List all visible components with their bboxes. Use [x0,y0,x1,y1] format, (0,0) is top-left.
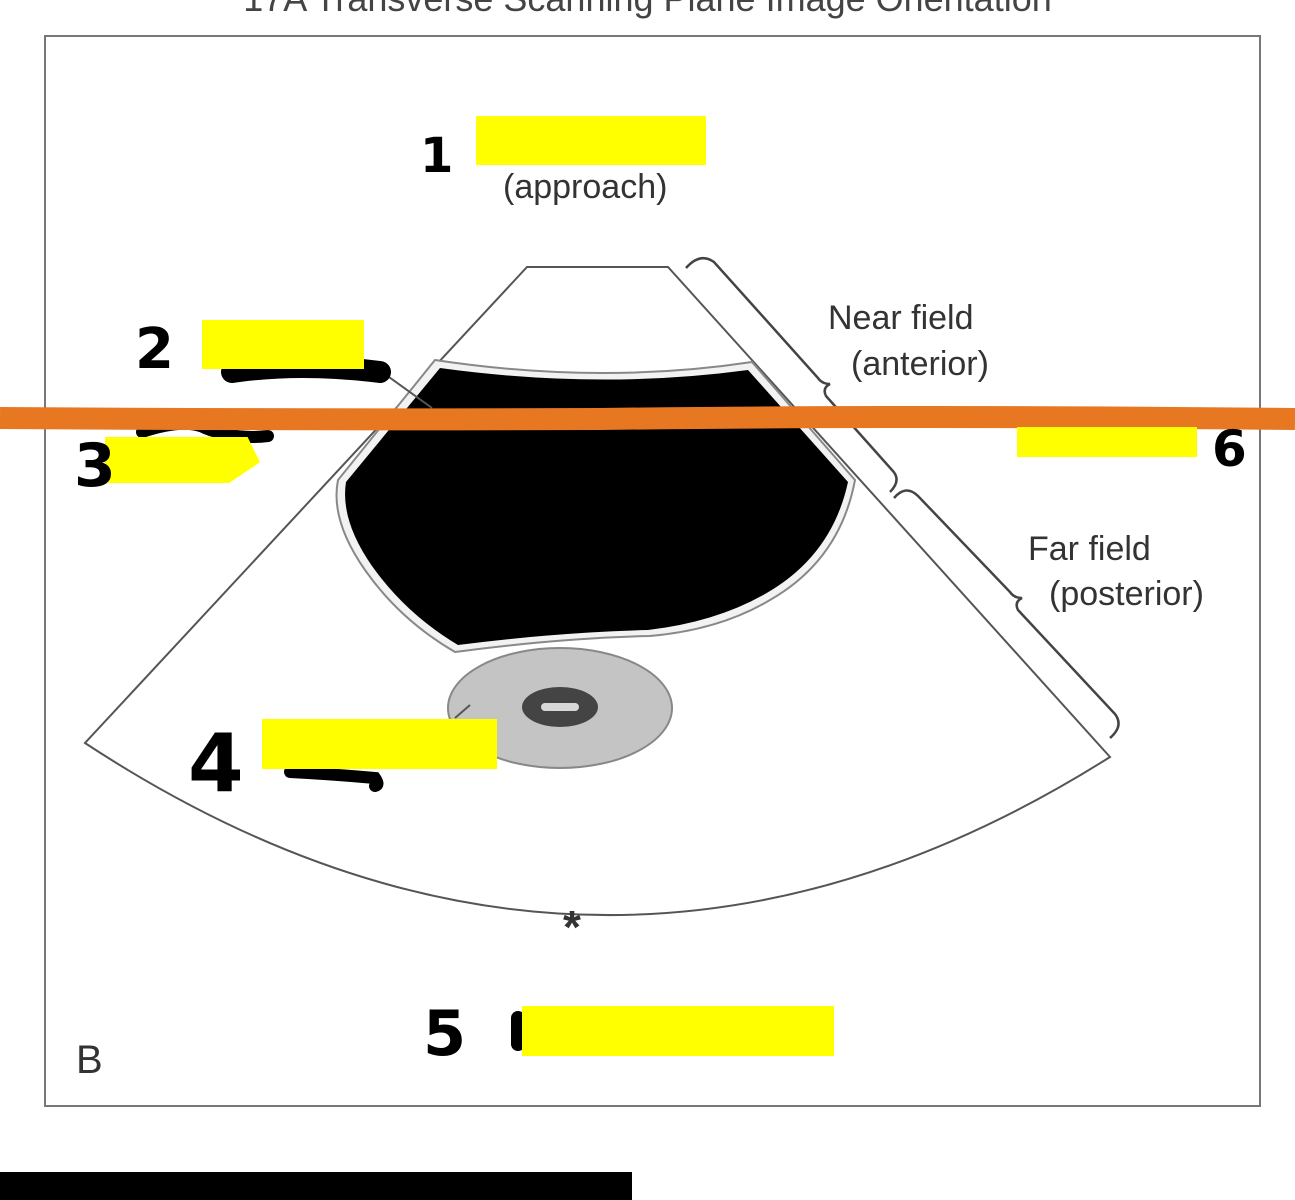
far-field-label: Far field [1028,530,1151,568]
handwritten-number-2: 2 [135,317,174,382]
near-field-sublabel: (anterior) [851,345,989,383]
far-field-bracket [893,489,1120,739]
panel-letter: B [76,1038,103,1082]
approach-label: (approach) [503,168,668,206]
bladder [345,368,848,645]
handwritten-number-5: 5 [423,997,467,1070]
figure-frame [44,35,1261,1107]
handwritten-number-1: 1 [420,128,454,184]
orange-pen-line [0,406,1295,431]
highlight-box-6 [1017,427,1197,457]
bottom-black-bar [0,1172,632,1200]
highlight-box-5 [522,1006,834,1056]
leader-line-4 [454,704,471,719]
handwritten-number-4: 4 [188,717,244,810]
near-field-bracket [685,256,898,493]
highlight-box-3 [105,437,260,483]
figure-title: 17A Transverse Scanning Plane Image Orie… [0,0,1295,20]
near-field-label: Near field [828,299,974,337]
asterisk-marker: * [563,901,581,953]
ink-scribble-4 [284,766,384,792]
highlight-box-1 [476,116,706,165]
far-field-sublabel: (posterior) [1049,575,1204,613]
inner-light-dash [541,703,579,711]
handwritten-number-6: 6 [1212,420,1247,478]
highlight-box-2 [202,320,364,369]
highlight-box-4 [262,719,497,769]
handwritten-number-3: 3 [74,431,116,501]
leader-line-2 [381,371,433,409]
